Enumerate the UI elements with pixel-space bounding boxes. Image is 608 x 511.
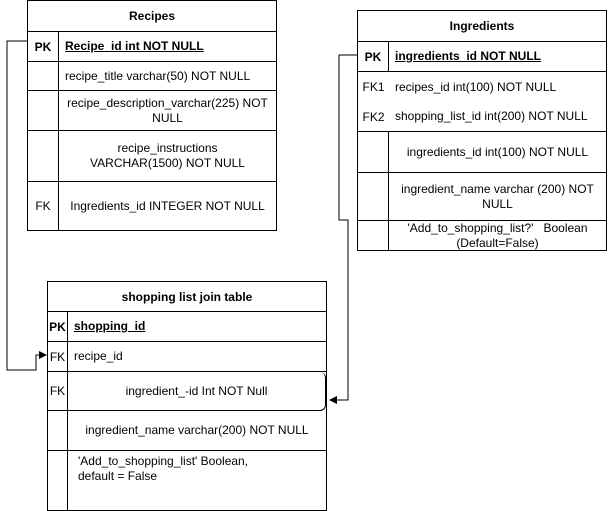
shopping-list-table-title: shopping list join table [48,282,326,312]
key-label: FK1 [362,80,385,94]
recipes-row-instructions[interactable]: recipe_instructions VARCHAR(1500) NOT NU… [28,131,276,182]
key-label [28,91,59,130]
ingredients-to-shopping-connector [329,54,358,404]
recipes-table-title: Recipes [28,1,276,32]
field-label: Ingredients_id INTEGER NOT NULL [70,198,265,213]
key-label: PK [28,32,59,61]
key-label [358,173,389,220]
field-label: 'Add_to_shopping_list' Boolean, default … [78,454,249,483]
field-label: shopping_id [74,319,146,333]
field-label: Recipe_id int NOT NULL [65,39,204,53]
shopping-row-recipe-fk[interactable]: FK recipe_id [48,342,326,372]
field-label: recipe_description_varchar(225) NOT NULL [67,95,268,125]
key-label: FK [48,372,68,410]
key-label: FK [28,182,59,230]
key-label: FK [48,342,68,371]
field-label: 'Add_to_shopping_list?' Boolean (Default… [407,220,591,250]
ingredients-row-fk1[interactable]: FK1 recipes_id int(100) NOT NULL [358,72,606,102]
key-label: PK [48,312,68,341]
ingredients-row-name[interactable]: ingredient_name varchar (200) NOT NULL [358,173,606,221]
field-label: recipes_id int(100) NOT NULL [395,79,557,94]
key-label: PK [358,42,389,71]
field-label: ingredients_id int(100) NOT NULL [406,144,589,159]
recipes-table[interactable]: Recipes PK Recipe_id int NOT NULL recipe… [27,0,277,231]
shopping-row-ingredient-fk[interactable]: FK ingredient_-id Int NOT Null [48,372,326,411]
ingredients-row-pk[interactable]: PK ingredients_id NOT NULL [358,42,606,72]
field-label: shopping_list_id int(200) NOT NULL [395,109,588,123]
key-label: FK2 [362,109,385,124]
field-label: ingredients_id NOT NULL [395,49,542,63]
field-label: recipe_id [74,349,123,363]
ingredients-table-title: Ingredients [358,11,606,42]
recipes-row-description[interactable]: recipe_description_varchar(225) NOT NULL [28,91,276,131]
key-label [48,411,68,450]
recipes-row-title[interactable]: recipe_title varchar(50) NOT NULL [28,62,276,91]
key-label [28,62,59,90]
key-label [48,451,68,510]
shopping-row-ingredient-name[interactable]: ingredient_name varchar(200) NOT NULL [48,411,326,451]
field-label: recipe_instructions VARCHAR(1500) NOT NU… [90,141,245,170]
ingredients-table[interactable]: Ingredients PK ingredients_id NOT NULL F… [357,10,607,251]
recipes-row-fk[interactable]: FK Ingredients_id INTEGER NOT NULL [28,182,276,230]
shopping-row-pk[interactable]: PK shopping_id [48,312,326,342]
key-label [358,221,389,250]
shopping-row-add-to-list[interactable]: 'Add_to_shopping_list' Boolean, default … [48,451,326,510]
shopping-list-table[interactable]: shopping list join table PK shopping_id … [47,281,327,511]
field-label: ingredient_name varchar (200) NOT NULL [401,181,594,211]
ingredients-row-id[interactable]: ingredients_id int(100) NOT NULL [358,132,606,173]
key-label [28,131,59,181]
key-label [358,132,389,172]
recipes-row-pk[interactable]: PK Recipe_id int NOT NULL [28,32,276,62]
field-label: ingredient_-id Int NOT Null [125,383,268,398]
field-label: ingredient_name varchar(200) NOT NULL [85,423,309,437]
ingredients-row-fk2[interactable]: FK2 shopping_list_id int(200) NOT NULL [358,102,606,132]
field-label: recipe_title varchar(50) NOT NULL [65,68,251,83]
ingredients-row-add-to-list[interactable]: 'Add_to_shopping_list?' Boolean (Default… [358,221,606,250]
